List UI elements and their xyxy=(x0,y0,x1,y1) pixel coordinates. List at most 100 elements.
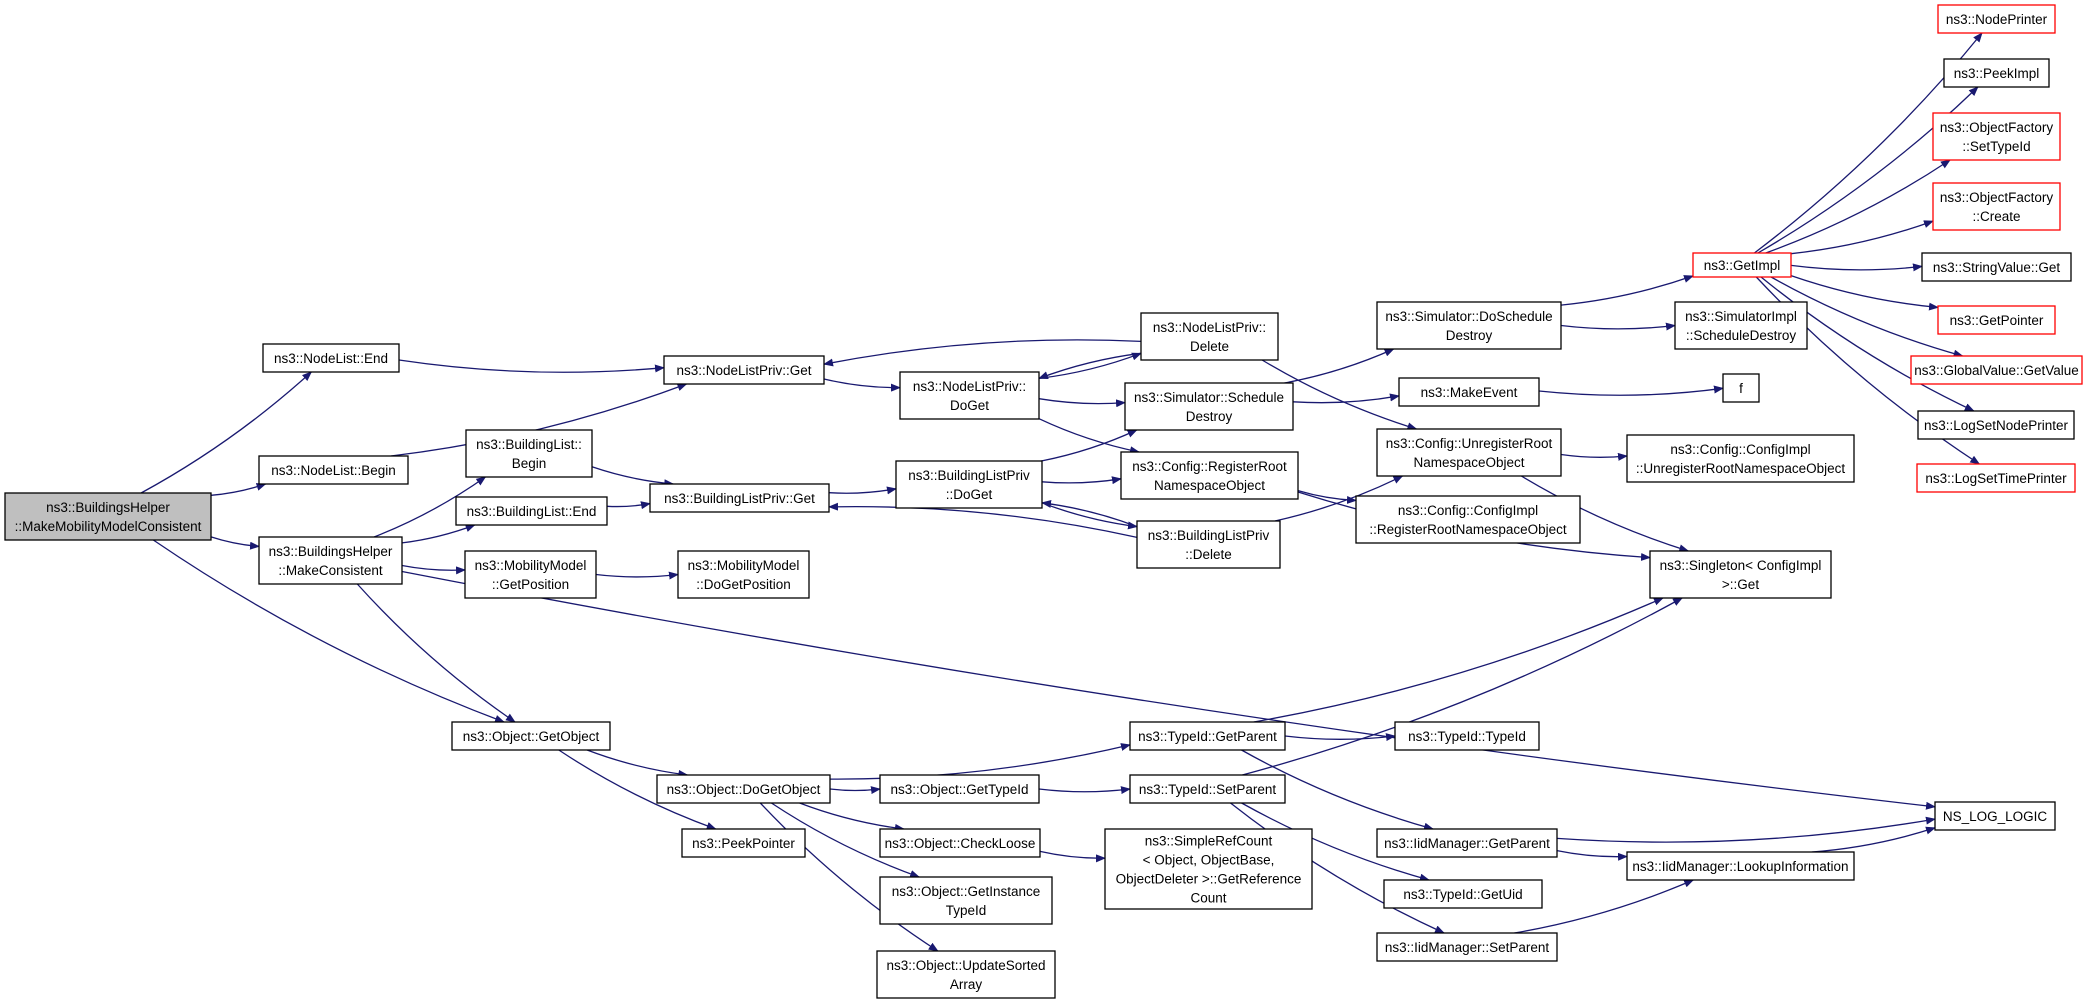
node-box[interactable] xyxy=(876,950,1056,999)
node-box[interactable] xyxy=(1937,305,2056,335)
node-typeid-getuid[interactable]: ns3::TypeId::GetUid xyxy=(1383,879,1543,909)
node-getpointer[interactable]: ns3::GetPointer xyxy=(1937,305,2056,335)
node-iidmanager-getparent[interactable]: ns3::IidManager::GetParent xyxy=(1376,828,1558,858)
node-box[interactable] xyxy=(1376,428,1562,477)
node-box[interactable] xyxy=(895,460,1043,509)
node-nodelist-begin[interactable]: ns3::NodeList::Begin xyxy=(258,455,409,485)
node-nlp-delete[interactable]: ns3::NodeListPriv::Delete xyxy=(1140,312,1279,361)
node-box[interactable] xyxy=(258,536,403,585)
node-logsettimeprinter[interactable]: ns3::LogSetTimePrinter xyxy=(1916,463,2076,493)
node-box[interactable] xyxy=(1129,721,1286,751)
node-of-create[interactable]: ns3::ObjectFactory::Create xyxy=(1932,182,2061,231)
node-box[interactable] xyxy=(4,492,212,541)
node-ns-log-logic[interactable]: NS_LOG_LOGIC xyxy=(1934,801,2056,831)
node-iidmanager-lookupinformation[interactable]: ns3::IidManager::LookupInformation xyxy=(1626,851,1855,881)
node-box[interactable] xyxy=(1129,774,1286,804)
node-box[interactable] xyxy=(1932,112,2061,161)
node-box[interactable] xyxy=(1376,301,1562,350)
node-nlp-doget[interactable]: ns3::NodeListPriv::DoGet xyxy=(899,371,1040,420)
node-box[interactable] xyxy=(899,371,1040,420)
node-bl-begin[interactable]: ns3::BuildingList::Begin xyxy=(465,429,593,478)
node-box[interactable] xyxy=(464,550,597,599)
node-bh-makeconsistent[interactable]: ns3::BuildingsHelper::MakeConsistent xyxy=(258,536,403,585)
node-cfg-register-root[interactable]: ns3::Config::RegisterRootNamespaceObject xyxy=(1120,451,1299,500)
node-of-settypeid[interactable]: ns3::ObjectFactory::SetTypeId xyxy=(1932,112,2061,161)
node-box[interactable] xyxy=(681,828,806,858)
node-box[interactable] xyxy=(879,828,1041,858)
node-box[interactable] xyxy=(465,429,593,478)
node-peekpointer[interactable]: ns3::PeekPointer xyxy=(681,828,806,858)
node-box[interactable] xyxy=(663,355,825,385)
node-box[interactable] xyxy=(879,876,1053,925)
node-box[interactable] xyxy=(1376,828,1558,858)
node-box[interactable] xyxy=(677,550,810,599)
node-box[interactable] xyxy=(879,774,1040,804)
node-mm-getposition[interactable]: ns3::MobilityModel::GetPosition xyxy=(464,550,597,599)
node-nlp-get[interactable]: ns3::NodeListPriv::Get xyxy=(663,355,825,385)
node-box[interactable] xyxy=(1104,828,1313,910)
node-box[interactable] xyxy=(1722,373,1760,403)
node-box[interactable] xyxy=(1649,550,1832,599)
node-box[interactable] xyxy=(1910,355,2083,385)
node-root[interactable]: ns3::BuildingsHelper::MakeMobilityModelC… xyxy=(4,492,212,541)
node-box[interactable] xyxy=(262,343,400,373)
node-iidmanager-setparent[interactable]: ns3::IidManager::SetParent xyxy=(1376,932,1558,962)
node-typeid-getparent[interactable]: ns3::TypeId::GetParent xyxy=(1129,721,1286,751)
node-globalvalue-getvalue[interactable]: ns3::GlobalValue::GetValue xyxy=(1910,355,2083,385)
node-make-event[interactable]: ns3::MakeEvent xyxy=(1398,377,1540,407)
node-box[interactable] xyxy=(1136,520,1281,569)
node-box[interactable] xyxy=(455,496,608,526)
node-box[interactable] xyxy=(1124,382,1294,431)
node-cfgimpl-unregister[interactable]: ns3::Config::ConfigImpl::UnregisterRootN… xyxy=(1626,434,1855,483)
node-logsetnodeprinter[interactable]: ns3::LogSetNodePrinter xyxy=(1917,410,2075,440)
node-object-checkloose[interactable]: ns3::Object::CheckLoose xyxy=(879,828,1041,858)
node-box[interactable] xyxy=(1932,182,2061,231)
node-object-dogetobject[interactable]: ns3::Object::DoGetObject xyxy=(656,774,831,804)
node-singleton-get[interactable]: ns3::Singleton< ConfigImpl >::Get xyxy=(1649,550,1832,599)
node-simplerefcount[interactable]: ns3::SimpleRefCount< Object, ObjectBase,… xyxy=(1104,828,1313,910)
node-box[interactable] xyxy=(1626,851,1855,881)
node-blp-delete[interactable]: ns3::BuildingListPriv::Delete xyxy=(1136,520,1281,569)
node-simimpl-scheduledestroy[interactable]: ns3::SimulatorImpl::ScheduleDestroy xyxy=(1674,301,1808,350)
node-box[interactable] xyxy=(1140,312,1279,361)
node-typeid-setparent[interactable]: ns3::TypeId::SetParent xyxy=(1129,774,1286,804)
node-cfgimpl-register[interactable]: ns3::Config::ConfigImpl::RegisterRootNam… xyxy=(1355,495,1581,544)
node-box[interactable] xyxy=(1934,801,2056,831)
node-box[interactable] xyxy=(656,774,831,804)
node-box[interactable] xyxy=(1394,721,1540,751)
node-blp-doget[interactable]: ns3::BuildingListPriv::DoGet xyxy=(895,460,1043,509)
node-getimpl[interactable]: ns3::GetImpl xyxy=(1692,252,1792,278)
node-box[interactable] xyxy=(1937,4,2056,34)
node-box[interactable] xyxy=(1376,932,1558,962)
node-box[interactable] xyxy=(1626,434,1855,483)
node-box[interactable] xyxy=(1917,410,2075,440)
node-nodeprinter[interactable]: ns3::NodePrinter xyxy=(1937,4,2056,34)
node-nodelist-end[interactable]: ns3::NodeList::End xyxy=(262,343,400,373)
node-object-gettypeid[interactable]: ns3::Object::GetTypeId xyxy=(879,774,1040,804)
node-box[interactable] xyxy=(1398,377,1540,407)
node-blp-get[interactable]: ns3::BuildingListPriv::Get xyxy=(649,483,830,513)
node-object-getobject[interactable]: ns3::Object::GetObject xyxy=(451,721,611,751)
node-box[interactable] xyxy=(1383,879,1543,909)
node-sim-schedule-destroy[interactable]: ns3::Simulator::ScheduleDestroy xyxy=(1124,382,1294,431)
node-mm-dogetposition[interactable]: ns3::MobilityModel::DoGetPosition xyxy=(677,550,810,599)
node-box[interactable] xyxy=(1674,301,1808,350)
node-box[interactable] xyxy=(1916,463,2076,493)
node-box[interactable] xyxy=(258,455,409,485)
node-bl-end[interactable]: ns3::BuildingList::End xyxy=(455,496,608,526)
node-box[interactable] xyxy=(649,483,830,513)
node-f[interactable]: f xyxy=(1722,373,1760,403)
node-stringvalue-get[interactable]: ns3::StringValue::Get xyxy=(1921,252,2072,282)
node-box[interactable] xyxy=(1943,58,2050,88)
node-box[interactable] xyxy=(1120,451,1299,500)
node-typeid-typeid[interactable]: ns3::TypeId::TypeId xyxy=(1394,721,1540,751)
node-box[interactable] xyxy=(1921,252,2072,282)
node-box[interactable] xyxy=(1355,495,1581,544)
node-peekimpl[interactable]: ns3::PeekImpl xyxy=(1943,58,2050,88)
node-box[interactable] xyxy=(451,721,611,751)
node-box[interactable] xyxy=(1692,252,1792,278)
node-cfg-unregister-root[interactable]: ns3::Config::UnregisterRootNamespaceObje… xyxy=(1376,428,1562,477)
